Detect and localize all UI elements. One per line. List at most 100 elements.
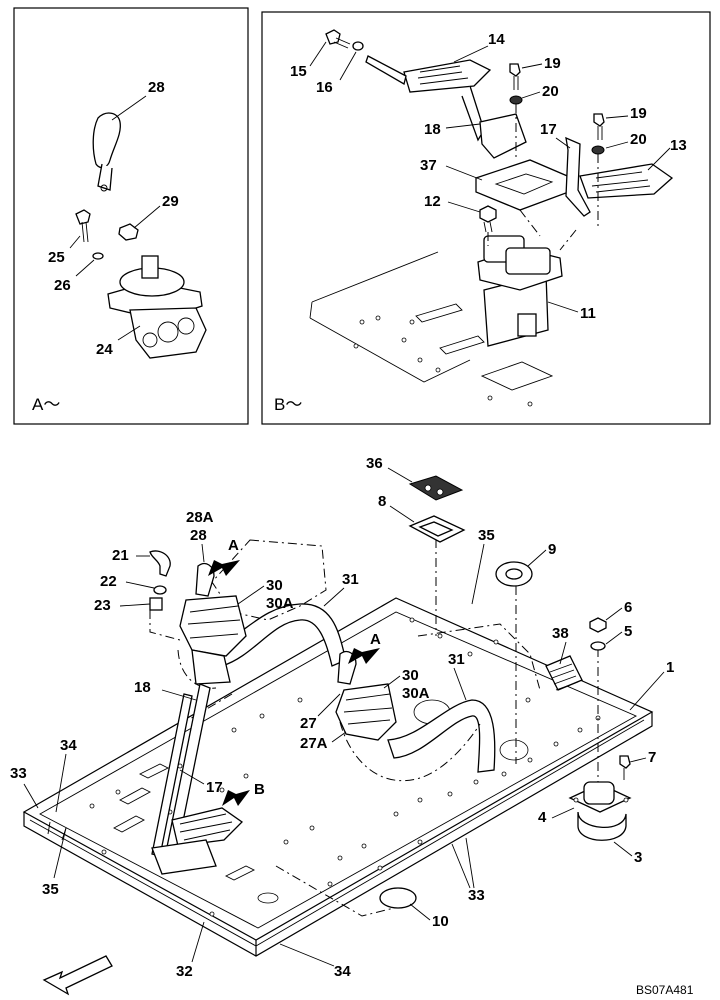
label-37: 37 [420,157,437,174]
bolt-15 [325,29,341,45]
label-34a: 34 [60,737,77,754]
travel-levers [151,683,244,875]
label-31a: 31 [342,571,359,588]
label-27: 27 [300,715,317,732]
label-11: 11 [580,305,596,322]
bolt-19a [509,63,521,77]
svg-text:A: A [370,631,381,648]
grommet-9 [495,561,533,587]
right-control-lever [335,650,397,741]
label-14: 14 [488,31,505,48]
label-15: 15 [290,63,307,80]
label-34b: 34 [334,963,351,980]
washer-20a [509,95,523,105]
bolt-25 [75,209,91,243]
bolt-12 [479,205,497,223]
inset-a: A～ 28 29 25 [13,7,249,425]
sleeve-23 [149,597,163,611]
label-6: 6 [624,599,632,616]
bracket-18 [479,113,527,159]
svg-text:B: B [254,781,265,798]
label-38: 38 [552,625,569,642]
label-30d: 30A [402,685,430,702]
label-13: 13 [670,137,687,154]
nut-6 [589,617,607,633]
plug-10 [379,887,417,909]
washer-16 [352,41,364,51]
label-18a: 18 [134,679,151,696]
label-5: 5 [624,623,632,640]
nut-29 [118,223,139,241]
view-arrow-a1: A [208,537,240,576]
inset-a-frame [13,7,249,425]
label-29: 29 [162,193,179,210]
washer-5 [590,641,606,651]
label-23: 23 [94,597,111,614]
label-16: 16 [316,79,333,96]
label-28: 28 [148,79,165,96]
view-arrow-b: B [222,781,265,806]
label-12: 12 [424,193,441,210]
label-31b: 31 [448,651,465,668]
label-35a: 35 [478,527,495,544]
label-35c: 35 [42,881,59,898]
label-9: 9 [548,541,556,558]
label-24: 24 [96,341,113,358]
boot-37 [475,159,575,211]
travel-pilot-valve [477,235,563,347]
seal-36 [408,475,464,501]
label-30b: 30A [266,595,294,612]
label-3: 3 [634,849,642,866]
label-20a: 20 [542,83,559,100]
label-17b: 17 [540,121,557,138]
inset-a-tag: A～ [32,395,60,414]
label-19b: 19 [630,105,647,122]
label-32: 32 [176,963,193,980]
inset-b-tag: B～ [274,395,302,414]
label-30c: 30 [402,667,419,684]
left-control-lever [179,562,247,685]
label-20b: 20 [630,131,647,148]
lever-grip [92,112,121,192]
label-30a: 30 [266,577,283,594]
inset-b-frame [261,11,711,425]
nut-22 [153,585,167,595]
inset-b: B～ [261,11,711,425]
front-direction-arrow [42,955,113,996]
pilot-valve [107,255,207,359]
label-28b: 28 [190,527,207,544]
label-4: 4 [538,809,547,826]
label-27a: 27A [300,735,328,752]
label-25: 25 [48,249,65,266]
label-8: 8 [378,493,386,510]
label-10: 10 [432,913,449,930]
label-19a: 19 [544,55,561,72]
label-17a: 17 [206,779,223,796]
knob-21 [149,550,171,577]
view-arrow-a2: A [348,631,381,664]
main-assembly: A A B 36 8 35 9 6 5 38 1 7 4 3 [10,455,694,997]
washer-26 [92,252,104,260]
label-1: 1 [666,659,674,676]
mount-3 [568,781,632,841]
hoses-31 [211,603,496,773]
label-22: 22 [100,573,117,590]
label-36: 36 [366,455,383,472]
bracket-17 [565,136,591,217]
label-33a: 33 [10,765,27,782]
bolt-19b [593,113,605,127]
floor-holes-b [353,315,533,407]
washer-20b [591,145,605,155]
label-33b: 33 [468,887,485,904]
bolt-7 [619,755,631,769]
label-7: 7 [648,749,656,766]
drawing-reference: BS07A481 [636,983,694,997]
label-26: 26 [54,277,71,294]
label-18b: 18 [424,121,441,138]
svg-text:A: A [228,537,239,554]
label-21: 21 [112,547,129,564]
pedal-13 [579,163,674,199]
label-28a: 28A [186,509,214,526]
seal-8 [408,515,466,543]
